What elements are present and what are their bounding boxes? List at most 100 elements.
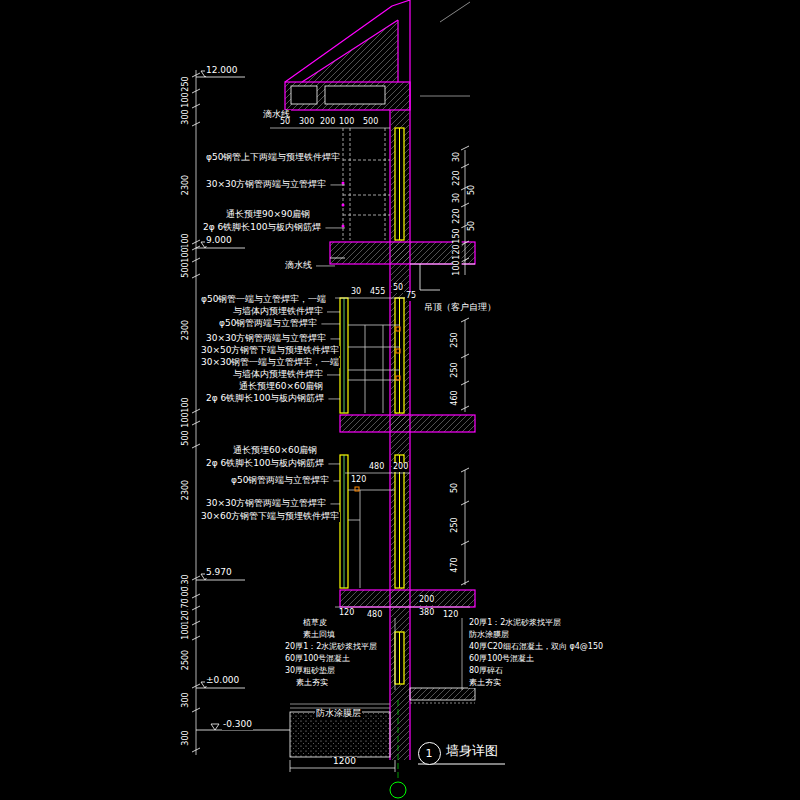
dimension-text: 250 — [451, 331, 460, 348]
dimension-text: 100 — [182, 91, 191, 108]
annotation-label: 素土夯实 — [295, 679, 329, 688]
annotation-label: 30×30方钢管两端与立管焊牢 — [205, 334, 327, 344]
dimension-text: 300 — [182, 729, 191, 746]
leader-line — [330, 338, 340, 339]
dimension-text: 100 — [182, 411, 191, 428]
dimension-text: 220 — [453, 169, 462, 186]
annotation-label: 120 — [338, 609, 355, 618]
dimension-text: 2500 — [182, 649, 191, 671]
annotation-label: 30 — [350, 288, 362, 297]
annotation-label: 通长预埋60×60扁钢 — [238, 382, 324, 392]
dimension-text: 120 — [453, 243, 462, 260]
annotation-label: 30×30钢管一端与立管焊牢，一端 — [200, 358, 340, 368]
annotation-label: 60厚100号混凝土 — [468, 655, 535, 664]
dimension-text: 470 — [451, 556, 460, 573]
dimension-text: 2300 — [182, 479, 191, 501]
dimension-text: 50 — [451, 482, 460, 494]
annotation-label: 与墙体内预埋铁件焊牢 — [232, 370, 324, 380]
annotation-label: 通长预埋90×90扁钢 — [225, 210, 311, 220]
dimension-text: 30 — [453, 192, 462, 204]
annotation-label: ±0.000 — [205, 676, 240, 686]
index-number: 1 — [426, 747, 433, 760]
annotation-label: 200 — [319, 118, 336, 127]
annotation-label: 120 — [350, 476, 367, 485]
leader-line — [328, 463, 340, 464]
annotation-label: 30厚粗砂垫层 — [284, 667, 336, 676]
dimension-text: 30 — [453, 151, 462, 163]
annotation-label: 20厚1：2水泥砂浆找平层 — [468, 619, 562, 628]
dimension-text: 250 — [182, 75, 191, 92]
annotation-label: 素土夯实 — [468, 679, 502, 688]
leader-line — [316, 265, 335, 266]
dimension-text: 500 — [182, 261, 191, 278]
annotation-label: 防水涂膜层 — [468, 631, 510, 640]
annotation-label: 滴水线 — [284, 261, 313, 271]
annotation-label: 480 — [368, 463, 385, 472]
annotation-label: 60厚100号混凝土 — [284, 655, 351, 664]
annotation-label: 吊顶（客户自理） — [423, 303, 497, 313]
leader-line — [333, 480, 340, 481]
annotation-label: 75 — [405, 292, 417, 301]
annotation-label: 100 — [338, 118, 355, 127]
dimension-text: 2300 — [182, 174, 191, 196]
annotation-label: 植草皮 — [302, 619, 328, 628]
annotation-label: 200 — [418, 596, 435, 605]
annotation-label: 500 — [362, 118, 379, 127]
annotation-label: 30×50方钢管下端与预埋铁件焊牢 — [200, 346, 340, 356]
annotation-label: 80厚碎石 — [468, 667, 504, 676]
dimension-text: 100 — [453, 259, 462, 276]
annotation-label: 30×60方钢管下端与预埋铁件焊牢 — [200, 512, 340, 522]
annotation-label: 200 — [392, 463, 409, 472]
leader-line — [330, 184, 345, 185]
annotation-label: 2φ 6铁脚长100与板内钢筋焊 — [202, 223, 322, 233]
dimension-text: 2300 — [182, 319, 191, 341]
annotation-label: 50 — [279, 118, 291, 127]
annotation-label: 5.970 — [205, 568, 233, 578]
annotation-label: φ50钢管上下两端与预埋铁件焊牢 — [205, 153, 341, 163]
dimension-text: 250 — [451, 516, 460, 533]
annotation-label: 40厚C20细石混凝土，双向 φ4@150 — [468, 643, 604, 652]
annotation-label: 12.000 — [205, 66, 239, 76]
annotation-label: 30×30方钢管两端与立管焊牢 — [205, 499, 327, 509]
dimension-text: 220 — [453, 207, 462, 224]
dimension-text: 300 — [182, 108, 191, 125]
leader-line — [327, 311, 340, 312]
annotation-label: 素土回填 — [302, 631, 336, 640]
leader-line — [321, 323, 340, 324]
annotation-label: 20厚1：2水泥砂浆找平层 — [284, 643, 378, 652]
annotation-label: 50 — [392, 284, 404, 293]
dimension-text: 460 — [451, 389, 460, 406]
detail-index-circle: 1 — [418, 742, 441, 765]
dimension-text: 150 — [453, 227, 462, 244]
annotation-label: 480 — [366, 611, 383, 620]
leader-line — [325, 227, 345, 228]
annotation-label: 与墙体内预埋铁件焊牢 — [232, 307, 324, 317]
annotation-label: φ50钢管一端与立管焊牢，一端 — [200, 295, 327, 305]
annotation-label: 120 — [442, 611, 459, 620]
dimension-text: 500 — [182, 429, 191, 446]
annotation-label: φ50钢管两端与立管焊牢 — [230, 476, 330, 486]
dimension-text: 300 — [182, 691, 191, 708]
annotation-label: 380 — [418, 609, 435, 618]
dimension-text: 100 — [182, 623, 191, 640]
annotation-label: 30×30方钢管两端与立管焊牢 — [205, 180, 327, 190]
dimension-text: 250 — [451, 361, 460, 378]
leader-line — [330, 503, 340, 504]
leader-line — [328, 398, 340, 399]
leader-line — [327, 374, 340, 375]
annotation-label: φ50钢管两端与立管焊牢 — [218, 319, 318, 329]
annotation-label: 9.000 — [205, 236, 233, 246]
annotation-label: 通长预埋60×60扁钢 — [232, 446, 318, 456]
drawing-title: 墙身详图 — [445, 744, 499, 758]
annotation-label: -0.300 — [222, 720, 253, 730]
annotation-label: 2φ 6铁脚长100与板内钢筋焊 — [205, 459, 325, 469]
dimension-text: 50 — [468, 220, 477, 232]
annotation-label: 455 — [369, 288, 386, 297]
annotation-label: 防水涂膜层 — [315, 709, 362, 719]
annotation-label: 300 — [298, 118, 315, 127]
annotation-label: 2φ 6铁脚长100与板内钢筋焊 — [205, 394, 325, 404]
dimension-text: 50 — [468, 184, 477, 196]
